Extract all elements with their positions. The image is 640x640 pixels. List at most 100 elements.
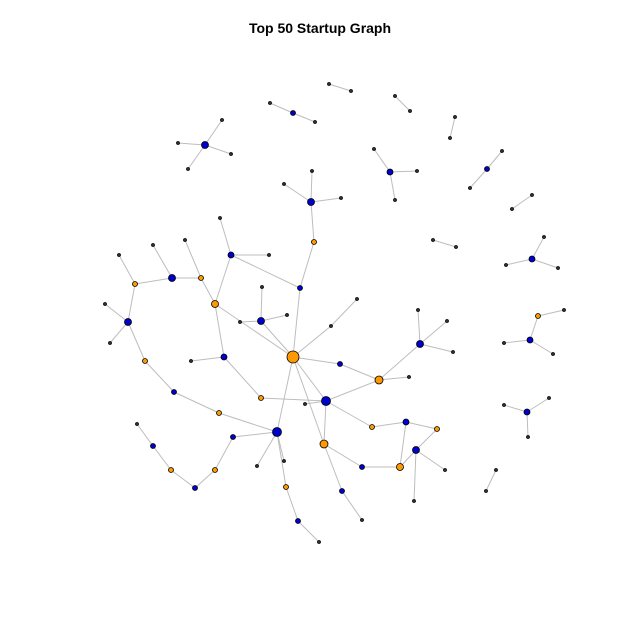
graph-edge xyxy=(230,254,301,289)
chart-title: Top 50 Startup Graph xyxy=(248,20,392,36)
graph-edge xyxy=(285,486,299,522)
investor-node xyxy=(523,408,531,416)
investor-node xyxy=(339,488,345,494)
startup-node xyxy=(434,426,440,432)
graph-edge xyxy=(413,449,417,502)
leaf-node xyxy=(282,459,286,463)
leaf-node xyxy=(329,324,333,328)
graph-edge xyxy=(214,254,232,305)
graph-edge xyxy=(526,397,550,413)
graph-edge xyxy=(276,431,287,488)
leaf-node xyxy=(285,313,289,317)
investor-node xyxy=(290,110,296,116)
graph-edge xyxy=(276,431,285,462)
graph-edge xyxy=(214,303,225,358)
leaf-node xyxy=(408,109,412,113)
leaf-node xyxy=(502,403,506,407)
graph-edge xyxy=(190,356,225,362)
leaf-node xyxy=(268,101,272,105)
startup-node xyxy=(212,467,218,473)
graph-edge xyxy=(292,356,327,402)
leaf-node xyxy=(260,285,264,289)
leaf-node xyxy=(220,118,224,122)
leaf-node xyxy=(310,169,314,173)
graph-edge xyxy=(152,445,172,471)
graph-edge xyxy=(269,102,294,114)
graph-edge xyxy=(152,244,173,279)
leaf-node xyxy=(500,149,504,153)
graph-edge xyxy=(415,449,446,471)
leaf-node xyxy=(255,464,259,468)
graph-edge xyxy=(526,411,529,438)
investor-node xyxy=(150,443,156,449)
leaf-node xyxy=(339,196,343,200)
startup-node xyxy=(311,239,317,245)
graph-edge xyxy=(136,423,154,447)
leaf-node xyxy=(349,89,353,93)
graph-edge xyxy=(371,421,407,428)
investor-node xyxy=(307,198,315,206)
graph-edge xyxy=(256,431,278,467)
graph-edge xyxy=(204,144,232,155)
graph-edge xyxy=(292,356,325,445)
investor-node xyxy=(295,518,301,524)
leaf-node xyxy=(547,396,551,400)
graph-edge xyxy=(503,339,531,344)
investor-node xyxy=(386,168,394,176)
leaf-node xyxy=(218,216,222,220)
leaf-node xyxy=(526,435,530,439)
startup-node xyxy=(132,281,138,287)
graph-edge xyxy=(219,217,232,256)
graph-edge xyxy=(394,95,411,112)
leaf-node xyxy=(448,136,452,140)
investor-node xyxy=(257,317,265,325)
graph-edge xyxy=(310,197,342,203)
leaf-node xyxy=(238,320,242,324)
graph-edge xyxy=(529,339,554,355)
leaf-node xyxy=(393,198,397,202)
graph-edge xyxy=(223,356,262,399)
graph-edge xyxy=(214,436,234,471)
graph-edge xyxy=(260,314,288,322)
graph-edge xyxy=(310,170,313,203)
investor-node xyxy=(201,141,209,149)
graph-edge xyxy=(341,490,363,521)
edge-layer xyxy=(104,83,565,543)
investor-node xyxy=(230,434,236,440)
graph-edge xyxy=(328,83,352,92)
graph-edge xyxy=(449,116,456,139)
leaf-node xyxy=(451,350,455,354)
graph-edge xyxy=(184,239,202,279)
leaf-node xyxy=(454,245,458,249)
startup-node xyxy=(286,350,300,364)
leaf-node xyxy=(407,375,411,379)
graph-edge xyxy=(417,309,421,345)
graph-edge xyxy=(373,148,391,173)
graph-edge xyxy=(531,236,545,260)
investor-node xyxy=(168,274,176,282)
investor-node xyxy=(227,251,235,259)
graph-edge xyxy=(187,144,206,170)
leaf-node xyxy=(103,302,107,306)
startup-node xyxy=(142,358,148,364)
graph-edge xyxy=(419,343,454,353)
graph-edge xyxy=(104,303,129,323)
leaf-node xyxy=(542,235,546,239)
graph-edge xyxy=(134,277,173,285)
investor-node xyxy=(402,418,410,426)
investor-node xyxy=(192,485,198,491)
startup-node xyxy=(396,463,404,471)
startup-node xyxy=(283,484,289,490)
graph-edge xyxy=(292,356,341,365)
graph-edge xyxy=(389,170,418,173)
graph-edge xyxy=(260,397,327,402)
leaf-node xyxy=(530,193,534,197)
graph-edge xyxy=(503,404,528,413)
investor-node xyxy=(220,353,228,361)
graph-edge xyxy=(127,283,136,323)
leaf-node xyxy=(108,341,112,345)
leaf-node xyxy=(186,167,190,171)
graph-edge xyxy=(292,287,301,358)
